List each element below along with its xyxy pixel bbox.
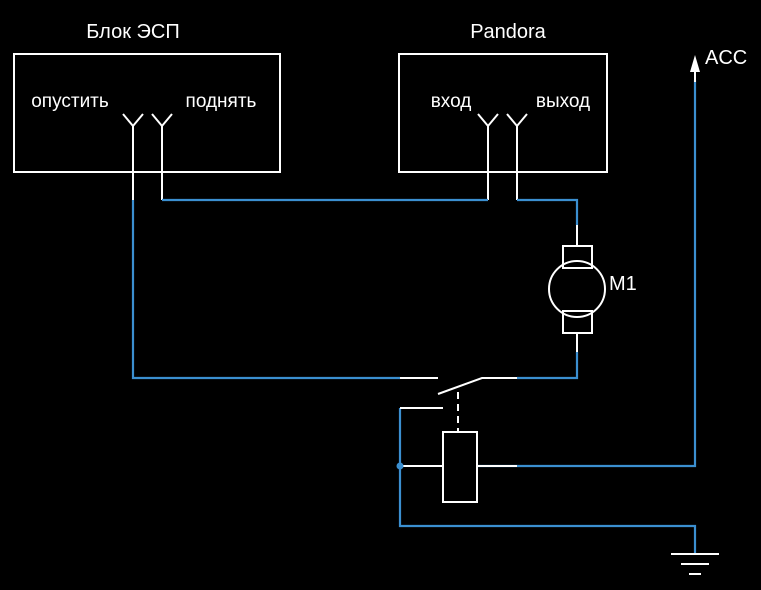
relay-coil bbox=[396, 407, 517, 503]
pandora-pin-in-connector bbox=[477, 113, 499, 200]
junction-dot bbox=[396, 462, 404, 470]
esp-block: Блок ЭСП опустить поднять bbox=[13, 21, 281, 200]
pandora-pin-in-label: вход bbox=[431, 91, 472, 112]
ground-icon bbox=[671, 553, 719, 575]
motor-body bbox=[548, 260, 606, 318]
pandora-block: Pandora вход выход bbox=[398, 21, 608, 200]
arrow-up-icon bbox=[690, 55, 700, 72]
esp-pin-lower-connector bbox=[122, 113, 144, 200]
wire-motor-to-switch bbox=[517, 352, 579, 380]
acc-terminal: ACC bbox=[690, 47, 747, 82]
pandora-block-box bbox=[398, 53, 608, 173]
esp-pin-lower-label: опустить bbox=[31, 91, 109, 112]
relay-contact-arm bbox=[437, 377, 517, 395]
wire-esp-lower-to-switch bbox=[131, 200, 400, 380]
esp-pin-raise-label: поднять bbox=[186, 91, 257, 112]
motor-label: M1 bbox=[609, 273, 637, 295]
wire-coil-to-ground bbox=[398, 408, 697, 554]
esp-block-box bbox=[13, 53, 281, 173]
motor: M1 bbox=[548, 225, 637, 352]
wires bbox=[131, 80, 697, 554]
wire-pandora-out-to-motor bbox=[517, 198, 579, 225]
motor-top-brush bbox=[562, 245, 593, 269]
pandora-pin-out-connector bbox=[506, 113, 528, 200]
esp-block-title: Блок ЭСП bbox=[86, 21, 179, 43]
acc-label: ACC bbox=[705, 47, 747, 69]
esp-pin-raise-connector bbox=[151, 113, 173, 200]
pandora-block-title: Pandora bbox=[470, 21, 546, 43]
wire-coil-to-acc bbox=[477, 80, 697, 468]
pandora-pin-out-label: выход bbox=[536, 91, 590, 112]
relay-switch bbox=[400, 377, 517, 432]
relay-coil-body bbox=[442, 431, 478, 503]
